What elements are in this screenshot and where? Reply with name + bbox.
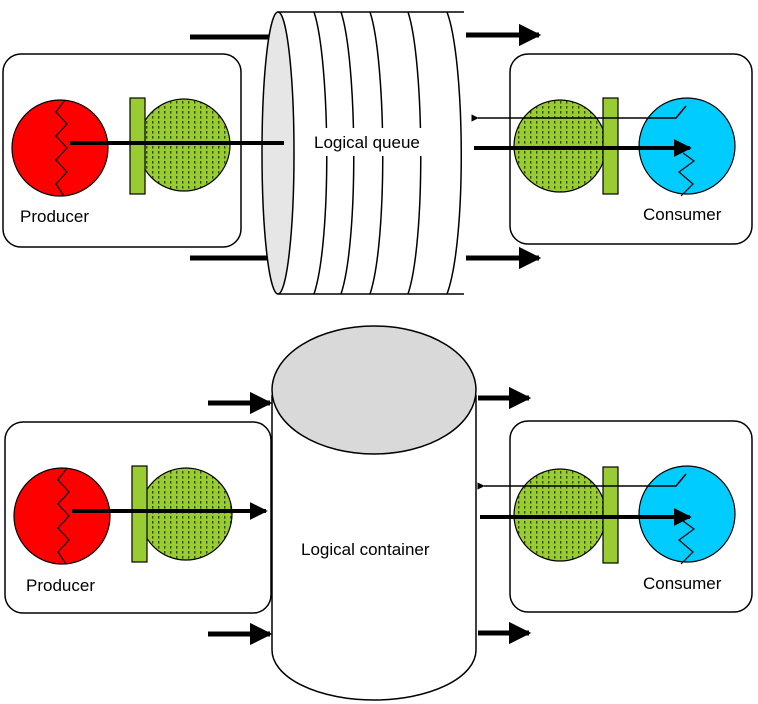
producer-circle	[13, 467, 111, 565]
container-producer-box: Producer	[4, 421, 272, 614]
producer-lock-bar	[129, 97, 146, 195]
queue-producer-box: Producer	[2, 53, 242, 248]
queue-producer-label: Producer	[20, 207, 89, 226]
container-label: Logical container	[301, 540, 430, 559]
consumer-return-arrow	[477, 473, 687, 490]
queue-consumer-label: Consumer	[643, 205, 722, 224]
producer-zigzag	[57, 467, 70, 565]
consumer-zigzag	[678, 152, 696, 197]
queue-diagram: Producer Logical queue	[2, 11, 753, 295]
container-body	[271, 395, 477, 701]
logical-container: Logical container	[271, 325, 477, 701]
producer-circle	[11, 99, 109, 197]
container-consumer-label: Consumer	[643, 574, 722, 593]
producer-lock-bar	[131, 465, 148, 563]
queue-label: Logical queue	[314, 133, 420, 152]
queue-segment-line	[446, 11, 462, 295]
consumer-return-arrow	[471, 105, 687, 122]
container-producer-label: Producer	[26, 576, 95, 595]
producer-zigzag	[55, 99, 68, 197]
queue-end-cap	[261, 11, 295, 295]
logical-queue: Logical queue	[261, 11, 464, 295]
consumer-zigzag	[678, 520, 696, 565]
producer-lock-ball	[139, 467, 233, 561]
container-diagram: Producer Logical container Consumer	[4, 325, 753, 701]
container-top-cap	[271, 325, 477, 455]
